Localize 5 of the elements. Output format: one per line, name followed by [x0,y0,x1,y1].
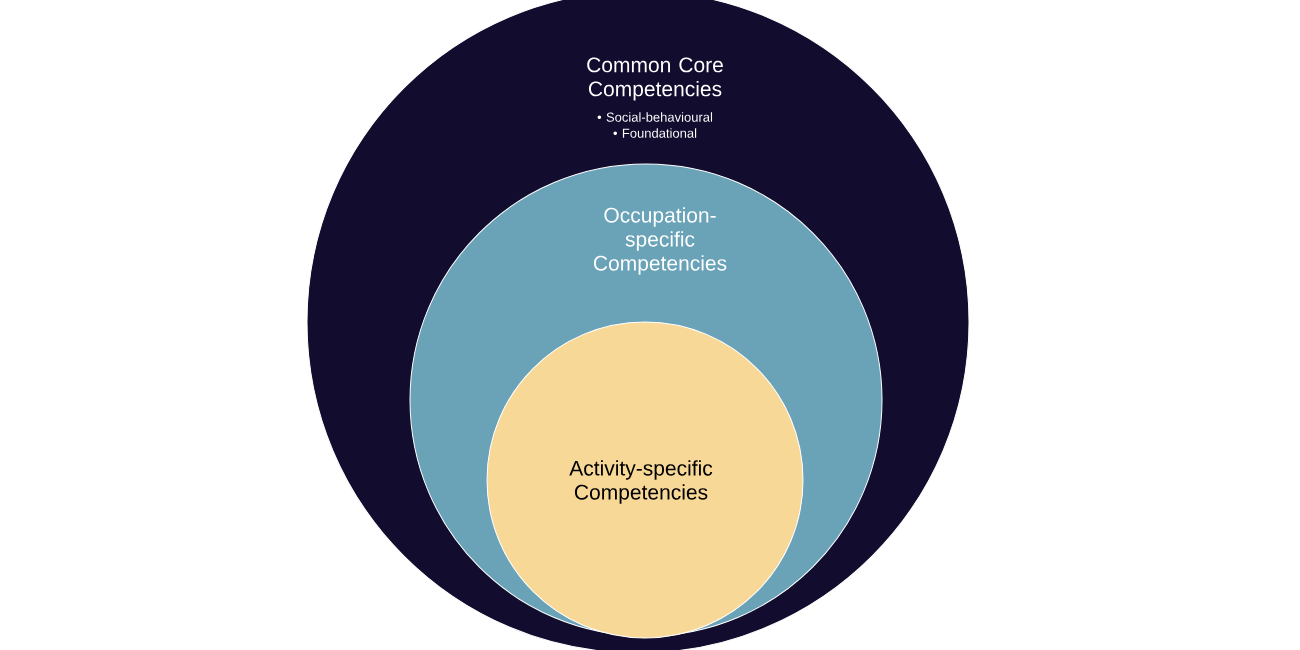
circle-title: Occupation-specific Competencies [593,207,727,275]
bullet-item: • Social-behavioural [597,112,713,122]
circle-title: Common Core Competencies [587,57,723,101]
circle-title: Activity-specific Competencies [569,460,713,504]
bullet-item: • Foundational [613,128,697,138]
